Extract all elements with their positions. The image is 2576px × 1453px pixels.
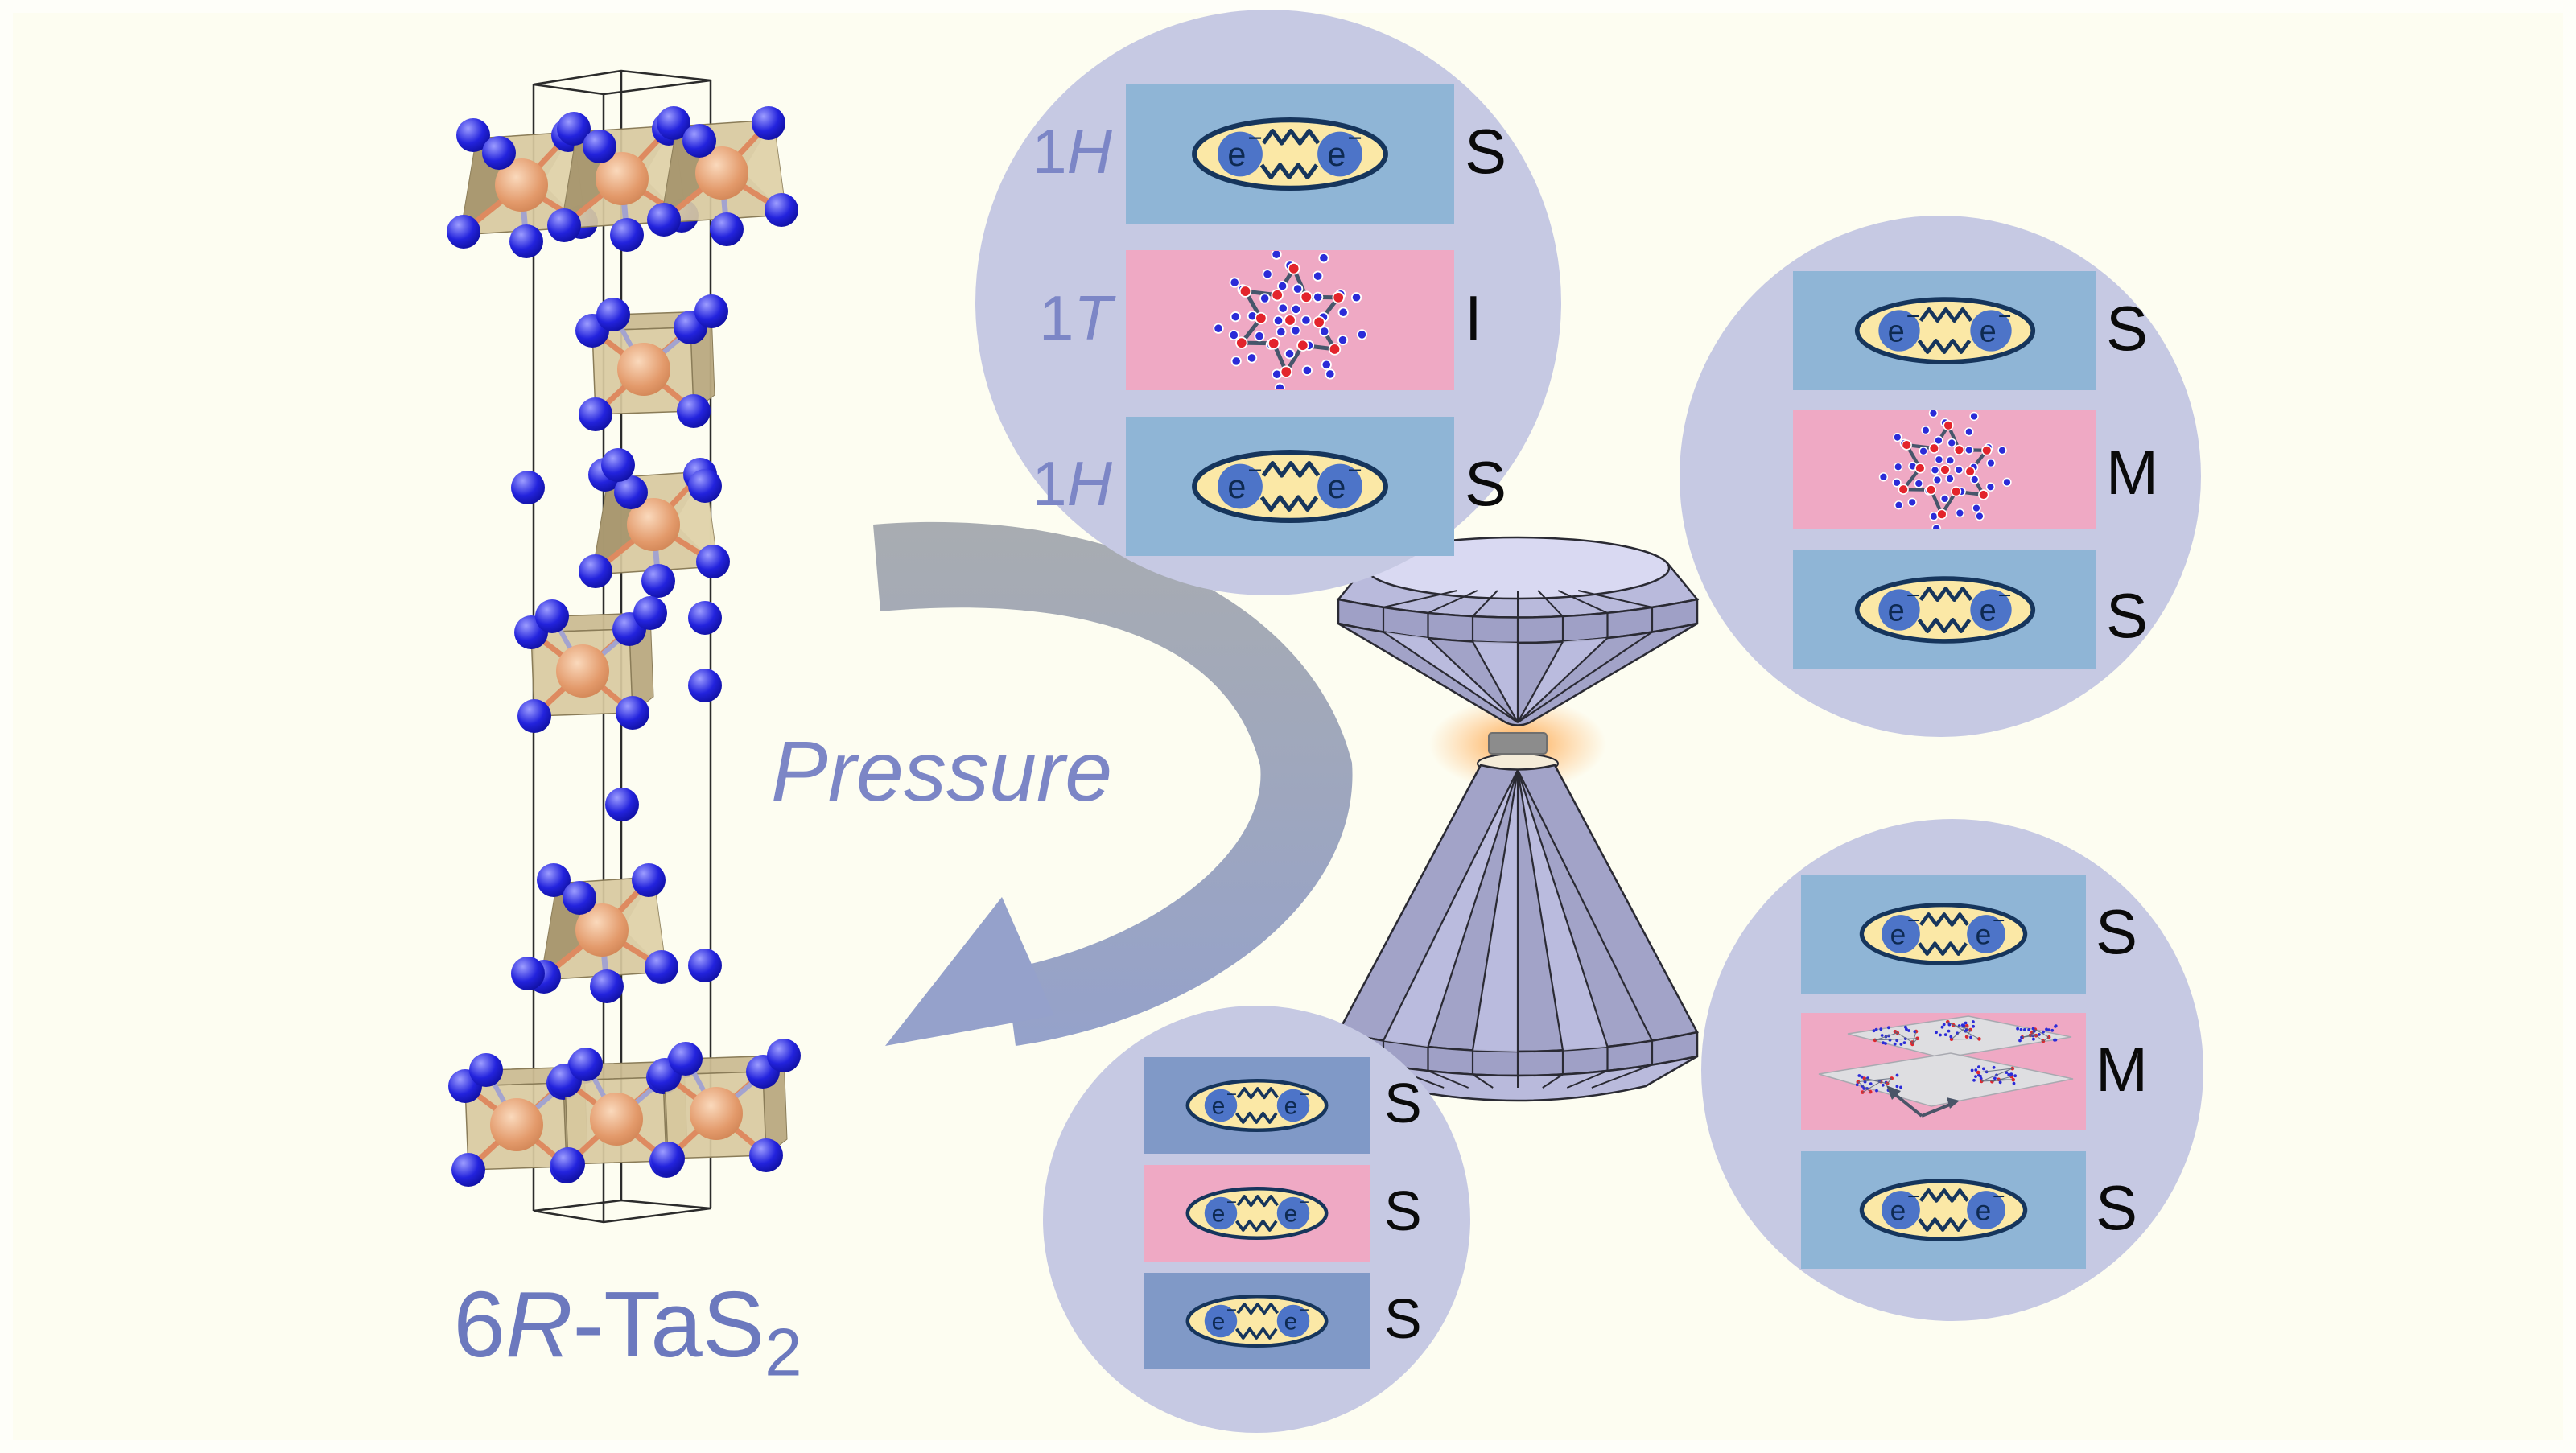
- sc-layer-bar: [1126, 417, 1454, 556]
- cdw-domain-planes-icon: [1818, 1015, 2074, 1118]
- phase-label: 1H: [1032, 115, 1112, 187]
- inset-circle-bottom-center: S S S: [1043, 1006, 1470, 1433]
- cdw-layer-bar: [1793, 410, 2096, 529]
- cooper-pair-icon: [1185, 1078, 1329, 1133]
- cdw-plane: [1818, 1052, 2074, 1107]
- inset-circle-bottom-right: S M S: [1701, 819, 2203, 1321]
- cdw-star-icon: [1876, 410, 2014, 529]
- pressure-arrow: [873, 521, 1353, 1046]
- cdw-star-icon: [1210, 251, 1370, 389]
- sc-layer-bar: [1801, 875, 2086, 994]
- state-label: S: [1384, 1072, 1422, 1135]
- tas2-layers: [447, 106, 801, 1187]
- sc-layer-bar: [1144, 1273, 1370, 1369]
- state-label: S: [1465, 447, 1507, 519]
- cooper-pair-icon: [1858, 902, 2029, 966]
- cdw-layer-bar: [1126, 250, 1454, 390]
- sc-layer-bar: [1126, 84, 1454, 224]
- state-label: S: [1465, 115, 1507, 187]
- state-label: S: [1384, 1179, 1422, 1243]
- sample-chamber: [1488, 732, 1548, 755]
- state-label: M: [2106, 436, 2158, 508]
- formula-label: 6R-TaS2: [453, 1272, 802, 1390]
- axis-arrows-icon: [1891, 1091, 1955, 1118]
- sc-layer-bar: [1144, 1165, 1370, 1262]
- cooper-pair-icon: [1853, 296, 2037, 365]
- crystal-structure: [447, 69, 801, 1224]
- state-label: S: [2096, 1171, 2138, 1243]
- cooper-pair-icon: [1190, 117, 1390, 191]
- sc-layer-bar: [1801, 1151, 2086, 1269]
- arrowhead: [885, 897, 1054, 1046]
- state-label: M: [2096, 1033, 2148, 1105]
- state-label: S: [2096, 895, 2138, 967]
- cooper-pair-icon: [1185, 1186, 1329, 1241]
- sc-layer-bar: [1793, 550, 2096, 669]
- cooper-pair-icon: [1858, 1178, 2029, 1242]
- cooper-pair-icon: [1853, 575, 2037, 644]
- sc-layer-bar: [1793, 271, 2096, 390]
- inset-circle-top-right: S M S: [1680, 216, 2201, 737]
- cooper-pair-icon: [1190, 449, 1390, 524]
- inset-circle-top-left: 1H 1T 1H S I S: [975, 10, 1561, 595]
- cdw-plane: [1847, 1015, 2072, 1059]
- phase-label: 1T: [1038, 282, 1112, 353]
- phase-label: 1H: [1032, 447, 1112, 519]
- sulfur-atoms: [511, 448, 722, 990]
- cdw-layer-bar: [1801, 1013, 2086, 1130]
- state-label: S: [2106, 579, 2149, 651]
- diamond-anvil-cell: [1336, 536, 1700, 1102]
- pressure-label: Pressure: [771, 724, 1113, 819]
- state-label: I: [1465, 282, 1482, 353]
- cooper-pair-icon: [1185, 1294, 1329, 1348]
- state-label: S: [1384, 1287, 1422, 1351]
- state-label: S: [2106, 292, 2149, 364]
- sc-layer-bar: [1144, 1057, 1370, 1154]
